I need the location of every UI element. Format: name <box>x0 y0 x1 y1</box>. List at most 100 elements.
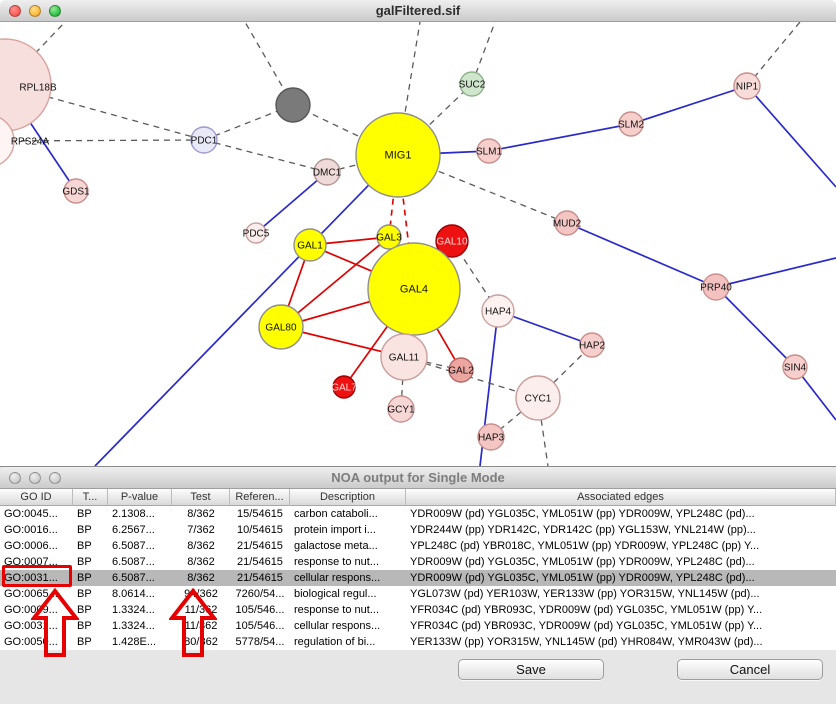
table-cell: YDR244W (pp) YDR142C, YDR142C (pp) YGL15… <box>406 522 836 538</box>
table-cell: regulation of bi... <box>290 634 406 650</box>
node-label: RPS24A <box>11 137 50 148</box>
node-label: MUD2 <box>553 219 582 230</box>
table-cell: 6.5087... <box>108 538 172 554</box>
table-row[interactable]: GO:0050...BP1.428E...80/3625778/54...reg… <box>0 634 836 650</box>
table-cell: 1.428E... <box>108 634 172 650</box>
column-header-associated-edges[interactable]: Associated edges <box>406 489 836 506</box>
table-cell: 2.1308... <box>108 506 172 522</box>
network-edge-pp <box>716 287 795 367</box>
table-cell: YGL073W (pd) YER103W, YER133W (pp) YOR31… <box>406 586 836 602</box>
table-row[interactable]: GO:0031...BP1.3324...11/362105/546...cel… <box>0 618 836 634</box>
results-table-header: GO IDT...P-valueTestReferen...Descriptio… <box>0 489 836 506</box>
column-header-t[interactable]: T... <box>73 489 108 506</box>
table-cell: 10/54615 <box>230 522 290 538</box>
table-row[interactable]: GO:0031...BP6.5087...8/36221/54615cellul… <box>0 570 836 586</box>
table-cell: 15/54615 <box>230 506 290 522</box>
table-cell: GO:0045... <box>0 506 73 522</box>
table-cell: 21/54615 <box>230 554 290 570</box>
table-cell: 105/546... <box>230 602 290 618</box>
table-cell: 21/54615 <box>230 570 290 586</box>
table-cell: biological regul... <box>290 586 406 602</box>
node-label: SLM2 <box>618 120 645 131</box>
node-label: GAL4 <box>400 284 428 296</box>
window-title: galFiltered.sif <box>0 0 836 22</box>
table-cell: 8/362 <box>172 554 230 570</box>
table-row[interactable]: GO:0016...BP6.2567...7/36210/54615protei… <box>0 522 836 538</box>
network-edge-pp <box>631 86 747 124</box>
network-edge-pp <box>567 223 716 287</box>
column-header-test[interactable]: Test <box>172 489 230 506</box>
table-cell: 7/362 <box>172 522 230 538</box>
node-label: DMC1 <box>313 168 342 179</box>
table-cell: 6.5087... <box>108 554 172 570</box>
node-label: SLM1 <box>476 147 503 158</box>
node-label: SIN4 <box>784 363 807 374</box>
table-cell: 1.3324... <box>108 618 172 634</box>
table-cell: BP <box>73 506 108 522</box>
node-label: SUC2 <box>459 80 486 91</box>
node-label: GAL1 <box>297 241 323 252</box>
column-header-p-value[interactable]: P-value <box>108 489 172 506</box>
node-label: GCY1 <box>387 405 415 416</box>
table-cell: YDR009W (pd) YGL035C, YML051W (pp) YDR00… <box>406 506 836 522</box>
table-cell: 1.3324... <box>108 602 172 618</box>
annotation-arrow-go-id <box>31 588 79 658</box>
node-label: HAP2 <box>579 341 606 352</box>
table-cell: YDR009W (pd) YGL035C, YML051W (pp) YDR00… <box>406 554 836 570</box>
table-cell: 21/54615 <box>230 538 290 554</box>
network-edge-pp <box>747 86 836 187</box>
column-header-go-id[interactable]: GO ID <box>0 489 73 506</box>
go-id-highlight-box <box>2 565 72 587</box>
network-node-graynode[interactable] <box>276 88 310 122</box>
network-edge-pd <box>204 140 327 172</box>
table-cell: BP <box>73 554 108 570</box>
table-cell: BP <box>73 522 108 538</box>
save-button[interactable]: Save <box>458 659 604 680</box>
table-cell: 105/546... <box>230 618 290 634</box>
table-cell: YDR009W (pd) YGL035C, YML051W (pp) YDR00… <box>406 570 836 586</box>
cancel-button[interactable]: Cancel <box>677 659 823 680</box>
table-cell: YPL248C (pd) YBR018C, YML051W (pp) YDR00… <box>406 538 836 554</box>
table-cell: galactose meta... <box>290 538 406 554</box>
table-cell: 8/362 <box>172 506 230 522</box>
node-label: GAL10 <box>436 237 468 248</box>
noa-titlebar[interactable]: NOA output for Single Mode <box>0 467 836 489</box>
annotation-arrow-test <box>169 588 217 658</box>
table-cell: response to nut... <box>290 554 406 570</box>
table-cell: BP <box>73 538 108 554</box>
network-svg[interactable]: RPL18BRPS24AGDS1PDC1MIG1SUC2SLM1SLM2NIP1… <box>0 22 836 466</box>
table-cell: BP <box>73 570 108 586</box>
column-header-referen[interactable]: Referen... <box>230 489 290 506</box>
table-row[interactable]: GO:0009...BP1.3324...11/362105/546...res… <box>0 602 836 618</box>
node-label: PDC5 <box>243 229 270 240</box>
node-label: PRP40 <box>700 283 732 294</box>
node-label: MIG1 <box>385 150 412 162</box>
node-label: RPL18B <box>19 83 57 94</box>
column-header-description[interactable]: Description <box>290 489 406 506</box>
node-label: PDC1 <box>191 136 218 147</box>
table-cell: cellular respons... <box>290 570 406 586</box>
table-row[interactable]: GO:0065...BP8.0614...94/3627260/54...bio… <box>0 586 836 602</box>
table-cell: YFR034C (pd) YBR093C, YDR009W (pd) YGL03… <box>406 618 836 634</box>
node-label: HAP3 <box>478 433 505 444</box>
table-cell: 6.5087... <box>108 570 172 586</box>
table-cell: YER133W (pp) YOR315W, YNL145W (pd) YHR08… <box>406 634 836 650</box>
table-cell: cellular respons... <box>290 618 406 634</box>
network-edge-pp <box>256 172 327 233</box>
table-row[interactable]: GO:0045...BP2.1308...8/36215/54615carbon… <box>0 506 836 522</box>
table-cell: carbon cataboli... <box>290 506 406 522</box>
table-row[interactable]: GO:0006...BP6.5087...8/36221/54615galact… <box>0 538 836 554</box>
table-cell: protein import i... <box>290 522 406 538</box>
node-label: GAL2 <box>448 366 474 377</box>
results-table: GO:0045...BP2.1308...8/36215/54615carbon… <box>0 506 836 650</box>
main-window-titlebar[interactable]: galFiltered.sif <box>0 0 836 22</box>
network-edge-pp <box>95 155 398 466</box>
noa-window-title: NOA output for Single Mode <box>0 467 836 489</box>
table-row[interactable]: GO:0007...BP6.5087...8/36221/54615respon… <box>0 554 836 570</box>
node-label: GAL80 <box>265 323 297 334</box>
node-label: HAP4 <box>485 307 512 318</box>
table-cell: 8/362 <box>172 570 230 586</box>
table-cell: 8/362 <box>172 538 230 554</box>
node-label: CYC1 <box>525 394 552 405</box>
